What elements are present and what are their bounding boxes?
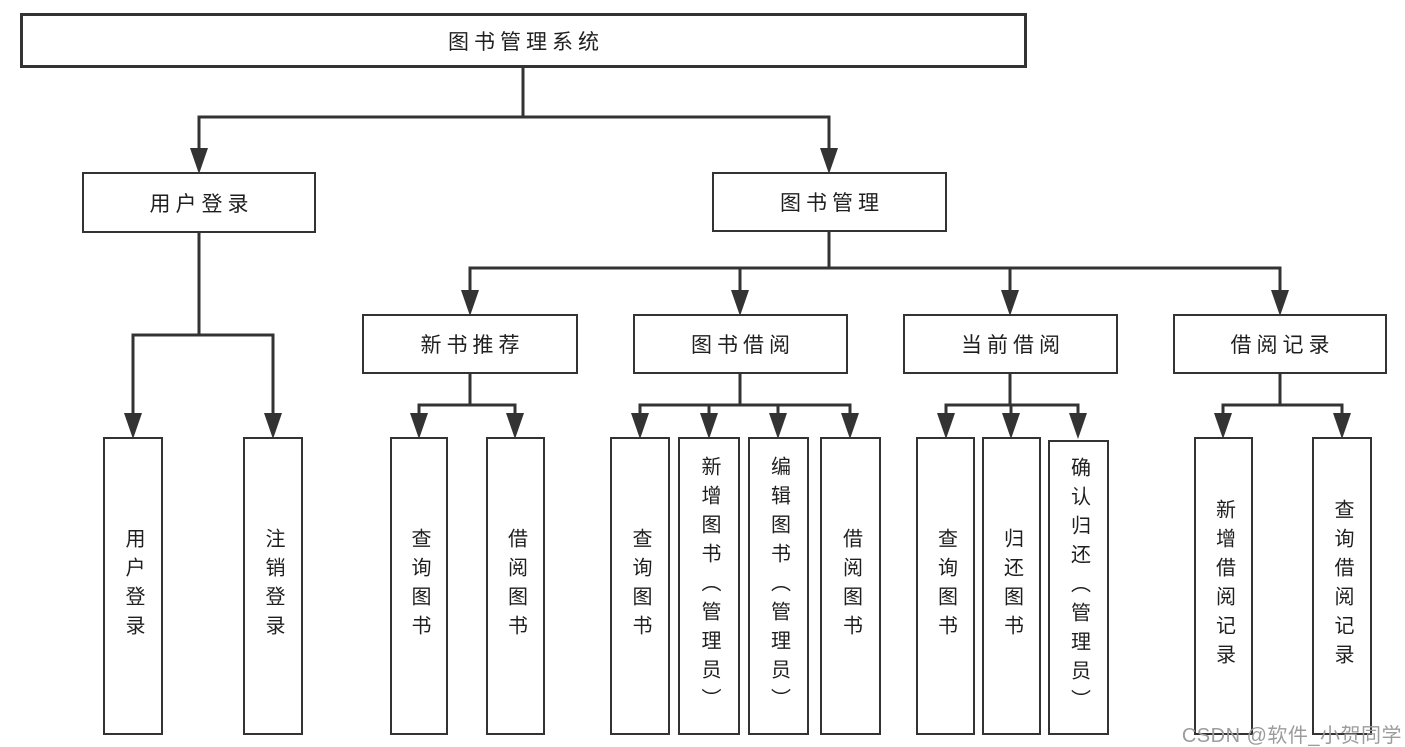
node-leaf-user-login: 用户登录 — [103, 437, 163, 735]
arrowhead-icon — [1271, 290, 1289, 316]
node-label: 新书推荐 — [420, 334, 525, 357]
arrowhead-icon — [631, 413, 649, 439]
node-label: 图书管理系统 — [448, 30, 604, 54]
node-leaf-edit-books-admin: 编辑图书（管理员） — [748, 437, 809, 735]
connector-line — [944, 374, 1080, 415]
connector-line — [1221, 374, 1344, 415]
arrowhead-icon — [700, 413, 718, 439]
node-label: 新增图书（管理员） — [698, 455, 720, 717]
node-leaf-query-books-3: 查询图书 — [916, 437, 975, 735]
node-library-management-system: 图书管理系统 — [20, 13, 1027, 68]
node-label: 借阅图书 — [839, 528, 862, 644]
node-label: 图书管理 — [780, 192, 884, 215]
node-leaf-query-books-2: 查询图书 — [610, 437, 670, 735]
node-label: 新增借阅记录 — [1212, 499, 1235, 673]
node-current-borrowing: 当前借阅 — [903, 314, 1118, 374]
node-label: 注销登录 — [262, 528, 284, 644]
node-leaf-borrow-books-2: 借阅图书 — [820, 437, 881, 735]
arrowhead-icon — [820, 148, 838, 174]
node-label: 确认归还（管理员） — [1067, 457, 1090, 718]
node-label: 借阅记录 — [1230, 334, 1335, 357]
connector-line — [468, 268, 1282, 292]
arrowhead-icon — [264, 413, 282, 439]
node-leaf-query-borrow-record: 查询借阅记录 — [1312, 437, 1372, 735]
arrowhead-icon — [410, 413, 428, 439]
node-new-book-recommend: 新书推荐 — [362, 314, 578, 374]
node-label: 当前借阅 — [961, 334, 1065, 357]
node-label: 查询图书 — [629, 528, 651, 644]
arrowhead-icon — [1333, 413, 1351, 439]
connector-line — [197, 117, 831, 150]
node-leaf-query-books-1: 查询图书 — [390, 437, 448, 735]
connector-arrowheads — [124, 148, 1351, 439]
arrowhead-icon — [731, 290, 749, 316]
node-label: 查询借阅记录 — [1331, 499, 1353, 673]
connector-line — [638, 374, 852, 415]
node-label: 用户登录 — [122, 528, 144, 644]
node-leaf-add-borrow-record: 新增借阅记录 — [1194, 437, 1253, 735]
node-leaf-return-books: 归还图书 — [982, 437, 1041, 735]
node-label: 查询图书 — [934, 528, 957, 644]
node-leaf-borrow-books-1: 借阅图书 — [486, 437, 545, 735]
watermark: CSDN @软件_小贺同学 — [1181, 725, 1402, 747]
connector-line — [417, 374, 517, 415]
node-book-borrowing: 图书借阅 — [633, 314, 848, 374]
arrowhead-icon — [841, 413, 859, 439]
connector-line — [131, 335, 275, 415]
node-book-management: 图书管理 — [712, 172, 947, 232]
arrowhead-icon — [506, 413, 524, 439]
arrowhead-icon — [937, 413, 955, 439]
node-label: 归还图书 — [1000, 528, 1023, 644]
node-leaf-confirm-return-admin: 确认归还（管理员） — [1048, 440, 1109, 735]
node-leaf-logout: 注销登录 — [243, 437, 303, 735]
arrowhead-icon — [1069, 413, 1087, 439]
connector-segments — [131, 68, 1344, 415]
arrowhead-icon — [1214, 413, 1232, 439]
node-label: 借阅图书 — [504, 528, 527, 644]
node-leaf-add-books-admin: 新增图书（管理员） — [678, 437, 740, 735]
node-label: 查询图书 — [408, 528, 430, 644]
arrowhead-icon — [124, 413, 142, 439]
node-borrowing-records: 借阅记录 — [1173, 314, 1387, 374]
node-label: 图书借阅 — [691, 334, 795, 357]
arrowhead-icon — [190, 148, 208, 174]
node-label: 编辑图书（管理员） — [767, 455, 790, 717]
arrowhead-icon — [769, 413, 787, 439]
arrowhead-icon — [1001, 290, 1019, 316]
node-user-login: 用户登录 — [82, 172, 316, 233]
node-label: 用户登录 — [149, 192, 254, 216]
arrowhead-icon — [461, 290, 479, 316]
arrowhead-icon — [1002, 413, 1020, 439]
